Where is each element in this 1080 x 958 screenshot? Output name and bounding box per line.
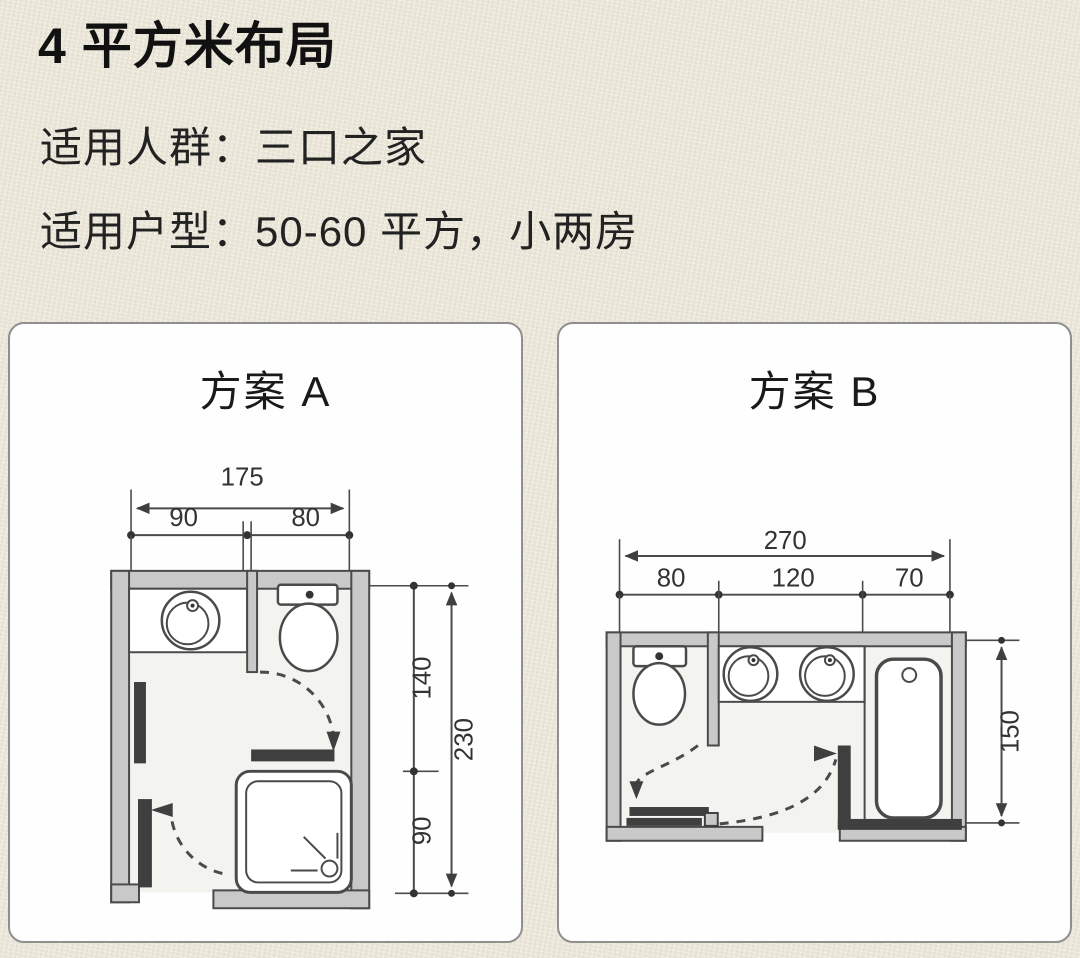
plan-a-dim-total-height: 230 xyxy=(450,718,478,761)
plan-b-width-dimensions: 270 80 120 70 xyxy=(615,527,954,633)
plan-b-dim-w3: 70 xyxy=(895,565,924,593)
page-title: 4 平方米布局 xyxy=(38,18,337,74)
plan-b-title: 方案 B xyxy=(748,368,881,415)
plan-a-partition-wall xyxy=(246,569,259,674)
plan-b-dim-total-width: 270 xyxy=(764,527,807,555)
plan-a-washbasin xyxy=(128,587,249,654)
plan-b-toilet-door-swing-arc xyxy=(629,744,699,800)
plan-a-dim-w1: 90 xyxy=(169,504,198,532)
plan-b-dim-w1: 80 xyxy=(657,565,686,593)
plans-row: 方案 A 175 90 80 xyxy=(8,322,1072,943)
plan-a-width-dimensions: 175 90 80 xyxy=(127,464,354,573)
plan-a-dim-w2: 80 xyxy=(291,504,320,532)
plan-b-bathtub xyxy=(874,657,943,820)
plan-a-entry-door xyxy=(134,682,223,888)
plan-b-card: 方案 B 270 80 120 70 xyxy=(557,322,1072,943)
plan-b-dim-total-height: 150 xyxy=(996,710,1024,753)
plan-b-partition-wall xyxy=(706,631,720,747)
plan-a-dim-h2: 90 xyxy=(409,816,437,845)
plan-a-dim-h1: 140 xyxy=(409,657,437,700)
plan-b-tub-screen-wall xyxy=(837,745,962,830)
plan-a-height-dimensions: 140 230 90 xyxy=(369,581,478,898)
housetype-line: 适用户型：50-60 平方，小两房 xyxy=(40,208,639,255)
plan-b-main-door-swing-arc xyxy=(719,745,838,826)
plan-b-toilet xyxy=(632,645,688,726)
plan-b-entry-door xyxy=(626,807,719,827)
plan-a-toilet xyxy=(276,583,339,673)
plan-a-dim-total-width: 175 xyxy=(221,464,264,492)
plan-b-height-dimension: 150 xyxy=(965,636,1024,827)
plan-a-shower-door-swing-arc xyxy=(260,670,341,752)
plan-b-double-washbasin xyxy=(717,645,866,703)
plan-a-floorplan: 175 90 80 xyxy=(110,464,478,910)
plan-b-floorplan: 270 80 120 70 xyxy=(605,527,1024,842)
plan-a-card: 方案 A 175 90 80 xyxy=(8,322,523,943)
audience-line: 适用人群：三口之家 xyxy=(40,124,428,171)
plan-a-shower xyxy=(234,749,353,894)
plan-b-dim-w2: 120 xyxy=(772,565,815,593)
plan-a-title: 方案 A xyxy=(199,368,332,415)
